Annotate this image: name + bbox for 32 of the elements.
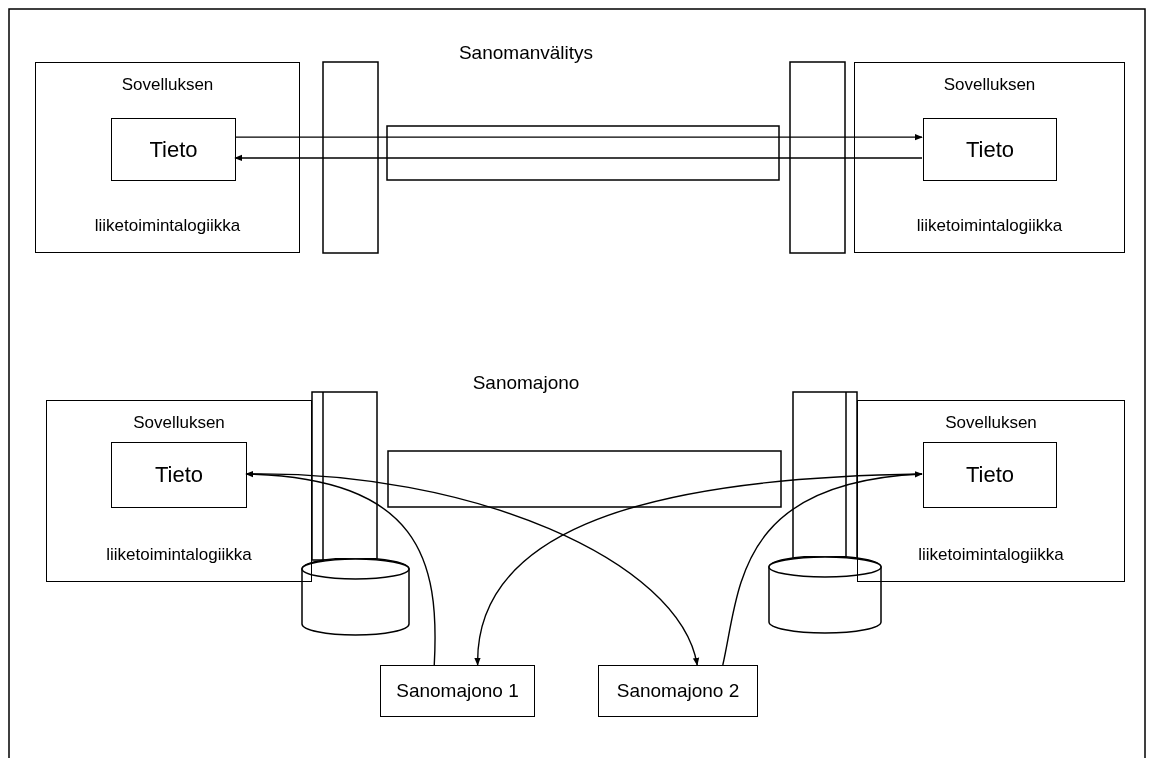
queue-box	[598, 665, 758, 717]
arrow	[245, 473, 699, 666]
application-box	[35, 62, 300, 253]
heading-text: Sovelluksen	[132, 413, 226, 433]
data-label: Tieto	[964, 462, 1016, 488]
data-box	[923, 442, 1057, 508]
queue-label: Sanomajono 2	[615, 680, 741, 702]
data-box	[111, 442, 247, 508]
application-box	[857, 400, 1125, 582]
arrow	[722, 471, 923, 666]
application-box	[854, 62, 1125, 253]
body-text: liiketoimintalogiikka	[915, 216, 1064, 236]
section-title: Sanomanvälitys	[458, 42, 594, 64]
body-text: liiketoimintalogiikka	[93, 216, 242, 236]
heading-text: Sovelluksen	[120, 75, 215, 95]
queue-box	[380, 665, 535, 717]
heading-text: Sovelluksen	[944, 413, 1038, 433]
data-box	[111, 118, 236, 181]
body-text: liiketoimintalogiikka	[105, 545, 253, 565]
database-cylinder	[301, 558, 410, 636]
application-box	[46, 400, 312, 582]
data-label: Tieto	[153, 462, 205, 488]
data-box	[923, 118, 1057, 181]
data-label: Tieto	[964, 136, 1016, 163]
data-label: Tieto	[148, 136, 199, 163]
section-title: Sanomajono	[472, 372, 580, 394]
database-cylinder	[768, 556, 882, 634]
heading-text: Sovelluksen	[942, 75, 1037, 95]
queue-label: Sanomajono 1	[395, 680, 520, 702]
arrow	[234, 133, 923, 141]
arrow	[234, 154, 923, 162]
body-text: liiketoimintalogiikka	[917, 545, 1065, 565]
